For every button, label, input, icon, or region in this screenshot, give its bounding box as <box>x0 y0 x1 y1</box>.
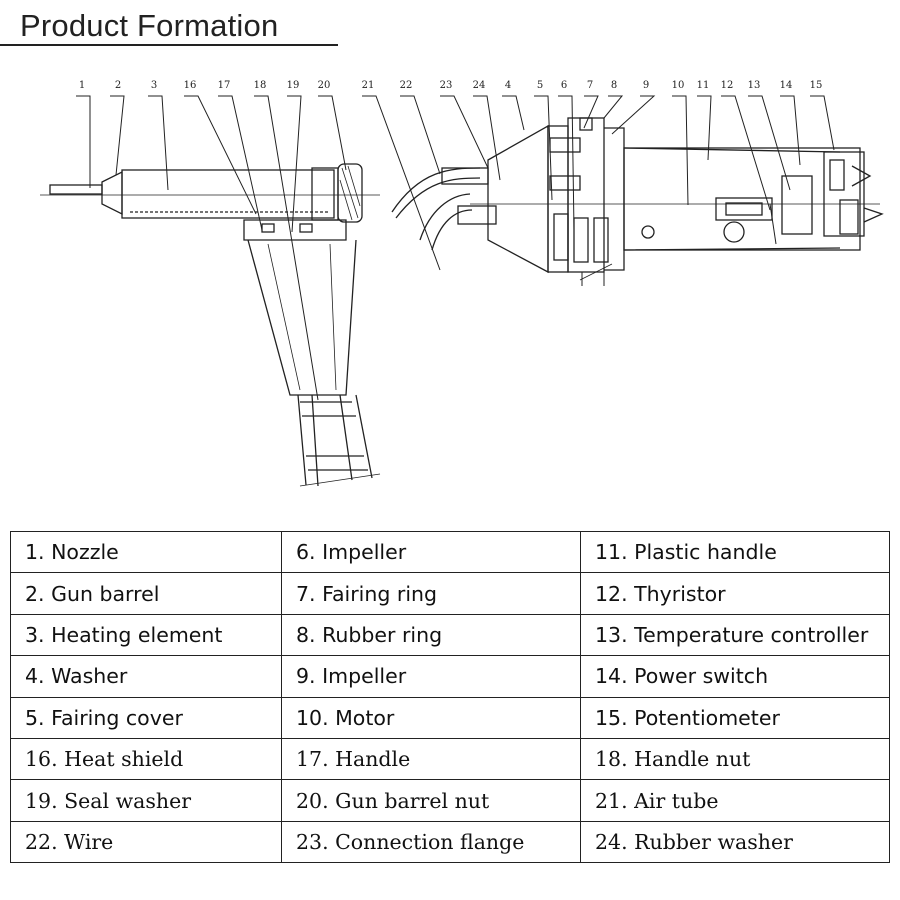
callout-20: 20 <box>318 80 331 91</box>
table-row: 19. Seal washer 20. Gun barrel nut 21. A… <box>10 779 890 822</box>
callout-21: 21 <box>362 80 375 91</box>
callout-13: 13 <box>748 80 761 91</box>
table-row: 4. Washer 9. Impeller 14. Power switch <box>10 655 890 698</box>
callout-15: 15 <box>810 80 823 91</box>
part-8: 8. Rubber ring <box>281 613 581 657</box>
title-underline <box>0 44 338 46</box>
callout-19: 19 <box>287 80 300 91</box>
part-10: 10. Motor <box>281 696 581 739</box>
part-9: 9. Impeller <box>281 655 581 698</box>
callout-12: 12 <box>721 80 734 91</box>
page-title: Product Formation <box>20 8 279 43</box>
part-16: 16. Heat shield <box>10 737 282 781</box>
callout-10: 10 <box>672 80 685 91</box>
air-tube-and-wire <box>391 167 481 251</box>
part-18: 18. Handle nut <box>580 737 890 781</box>
table-row: 2. Gun barrel 7. Fairing ring 12. Thyris… <box>10 572 890 615</box>
callout-14: 14 <box>780 80 793 91</box>
part-12: 12. Thyristor <box>580 572 890 615</box>
part-3: 3. Heating element <box>10 613 282 657</box>
part-13: 13. Temperature controller <box>580 613 890 657</box>
callout-5: 5 <box>537 80 543 91</box>
callout-9: 9 <box>643 80 649 91</box>
motor-housing <box>441 117 884 286</box>
part-1: 1. Nozzle <box>10 530 282 574</box>
callout-8: 8 <box>611 80 617 91</box>
part-17: 17. Handle <box>281 737 581 781</box>
callout-18: 18 <box>254 80 267 91</box>
table-row: 5. Fairing cover 10. Motor 15. Potentiom… <box>10 696 890 739</box>
part-4: 4. Washer <box>10 655 282 698</box>
part-21: 21. Air tube <box>580 779 890 822</box>
callout-17: 17 <box>218 80 231 91</box>
callout-1: 1 <box>79 80 85 91</box>
part-7: 7. Fairing ring <box>281 572 581 615</box>
parts-legend-table: 1. Nozzle 6. Impeller 11. Plastic handle… <box>10 530 890 864</box>
callout-22: 22 <box>400 80 413 91</box>
callout-3: 3 <box>151 80 157 91</box>
leader-lines-left <box>76 95 347 401</box>
part-19: 19. Seal washer <box>10 779 282 822</box>
part-6: 6. Impeller <box>281 530 581 574</box>
part-22: 22. Wire <box>10 820 282 864</box>
heat-gun-exploded-diagram: 1 2 3 16 17 18 19 20 21 22 23 24 4 5 6 7… <box>40 80 884 487</box>
callout-16: 16 <box>184 80 197 91</box>
part-14: 14. Power switch <box>580 655 890 698</box>
part-2: 2. Gun barrel <box>10 572 282 615</box>
gun-handle <box>243 219 381 487</box>
part-15: 15. Potentiometer <box>580 696 890 739</box>
callout-2: 2 <box>115 80 121 91</box>
leader-lines-right <box>362 95 835 271</box>
callout-6: 6 <box>561 80 567 91</box>
part-24: 24. Rubber washer <box>580 820 890 864</box>
callout-24: 24 <box>473 80 486 91</box>
table-row: 3. Heating element 8. Rubber ring 13. Te… <box>10 613 890 657</box>
table-row: 16. Heat shield 17. Handle 18. Handle nu… <box>10 737 890 781</box>
table-row: 22. Wire 23. Connection flange 24. Rubbe… <box>10 820 890 864</box>
part-5: 5. Fairing cover <box>10 696 282 739</box>
part-23: 23. Connection flange <box>281 820 581 864</box>
callout-23: 23 <box>440 80 453 91</box>
gun-barrel-assembly <box>40 163 380 223</box>
table-row: 1. Nozzle 6. Impeller 11. Plastic handle <box>10 530 890 574</box>
part-11: 11. Plastic handle <box>580 530 890 574</box>
callout-4: 4 <box>505 80 511 91</box>
part-20: 20. Gun barrel nut <box>281 779 581 822</box>
callout-7: 7 <box>587 80 593 91</box>
callout-11: 11 <box>697 80 710 91</box>
